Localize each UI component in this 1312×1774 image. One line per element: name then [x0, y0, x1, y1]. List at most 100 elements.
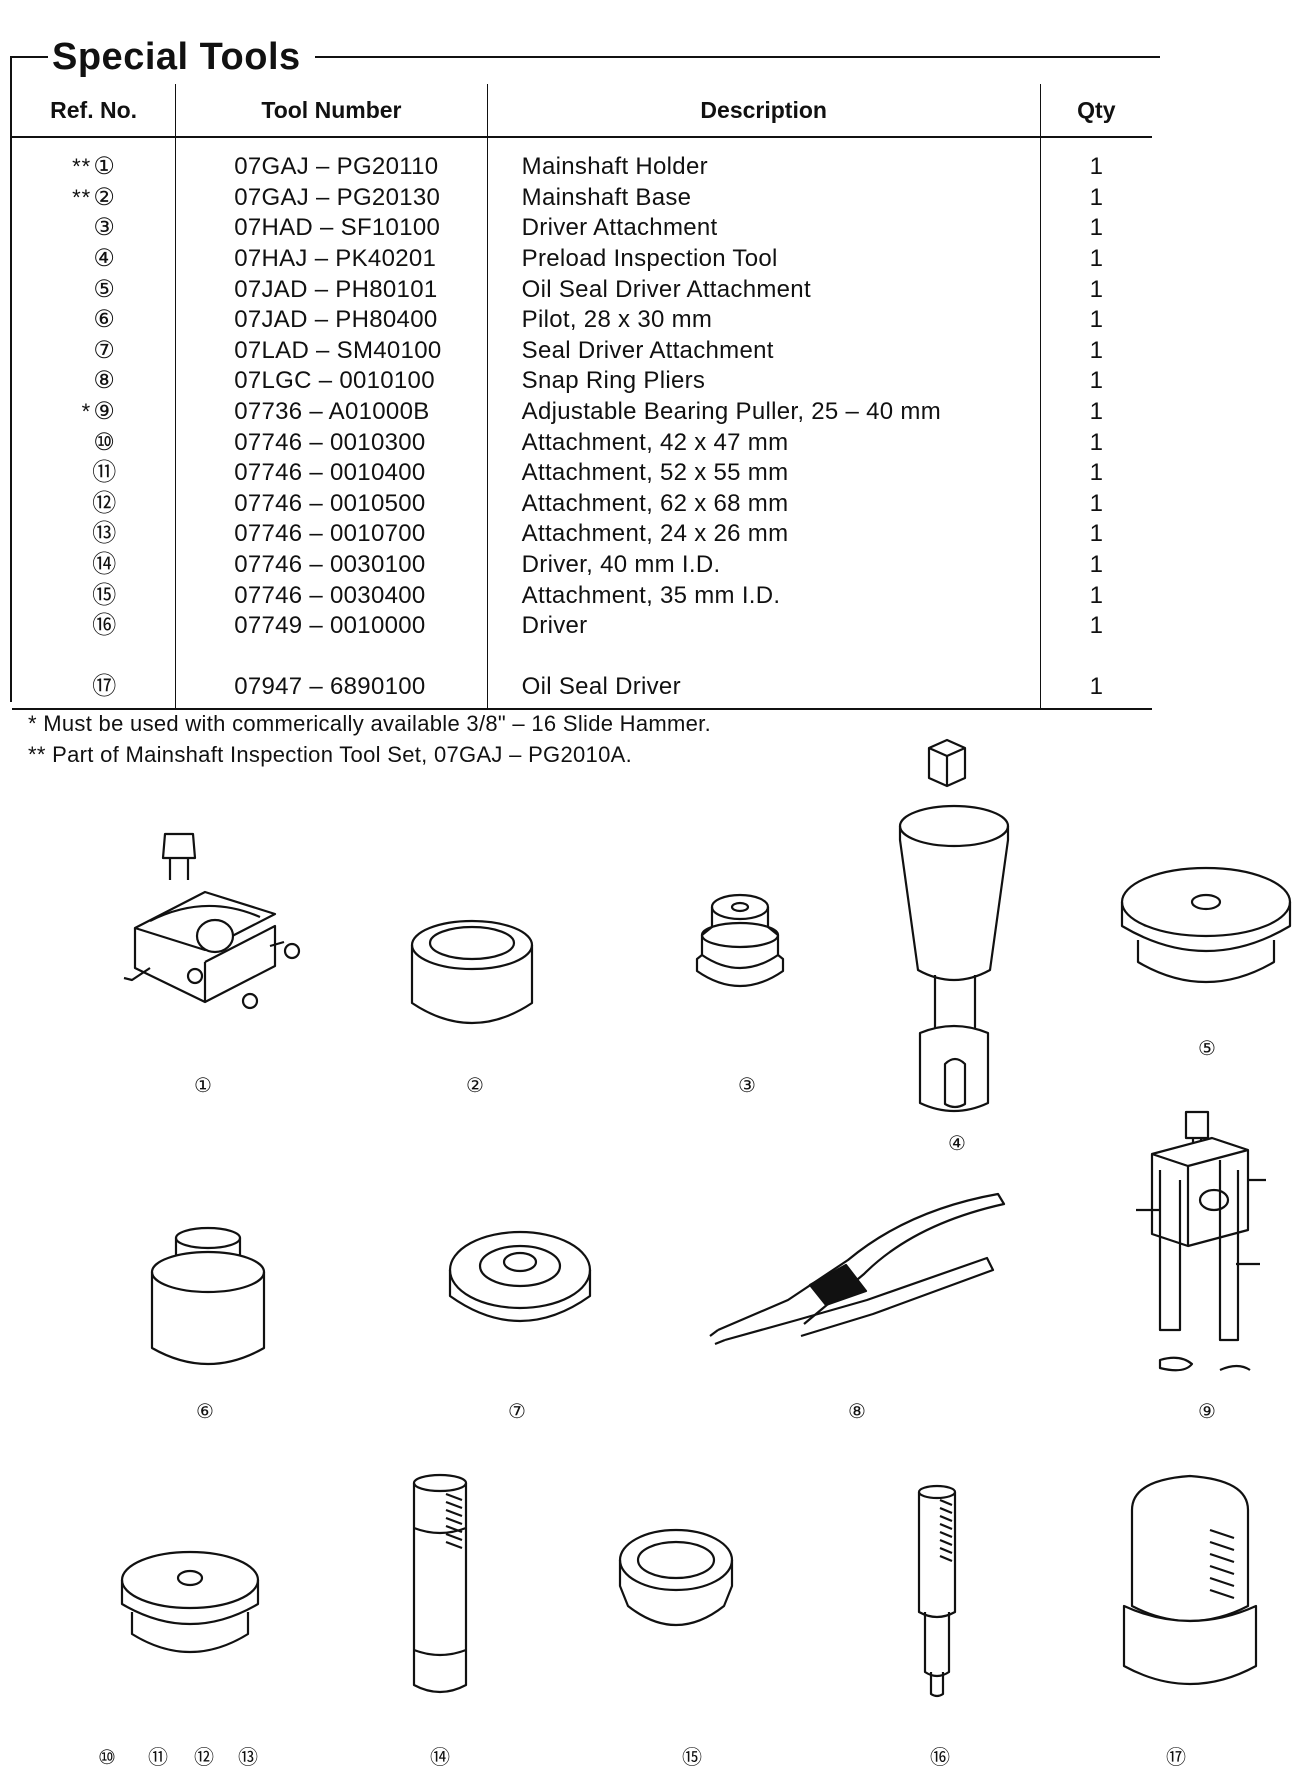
qty-cell: 1 [1089, 398, 1104, 426]
description-cell: Mainshaft Base [487, 182, 1041, 214]
footnote-single-star: * Must be used with commerically availab… [28, 711, 712, 736]
tool-number-cell: 07LAD – SM40100 [175, 335, 488, 367]
qty-cell: 1 [1089, 336, 1104, 364]
tool-number-cell: 07GAJ – PG20110 [175, 137, 488, 183]
tool-number-cell: 07JAD – PH80400 [175, 304, 488, 336]
tool-number-cell: 07746 – 0010500 [175, 488, 488, 520]
ref-number: ⑭ [92, 551, 117, 579]
ref-number: ④ [93, 245, 115, 273]
description-cell: Pilot, 28 x 30 mm [487, 304, 1041, 336]
tool-number-cell: 07736 – A01000B [175, 396, 488, 428]
ref-no-cell: ⑩ [12, 427, 177, 458]
tool-number-cell: 07746 – 0010400 [175, 457, 488, 489]
special-tools-table: Ref. No. Tool Number Description Qty **①… [12, 84, 1152, 711]
ref-no-cell: ⑬ [12, 519, 177, 550]
description-cell: Attachment, 24 x 26 mm [487, 519, 1041, 550]
tool-number-cell: 07HAJ – PK40201 [175, 243, 488, 275]
tool-number-cell: 07JAD – PH80101 [175, 274, 488, 305]
tool-number-cell: 07GAJ – PG20130 [175, 182, 488, 214]
tool-number-cell: 07749 – 0010000 [175, 610, 488, 642]
illustration-mainshaft-holder [123, 832, 301, 1010]
ref-no-cell: ⑭ [12, 549, 177, 581]
ref-no-cell: ⑪ [12, 457, 177, 489]
qty-cell: 1 [1089, 612, 1104, 640]
illustration-bearing-puller [1136, 1110, 1266, 1372]
ref-no-cell: **① [12, 137, 177, 183]
spacer-cell [487, 641, 1041, 672]
ref-number: ⑰ [92, 672, 117, 700]
ref-number: ⑪ [92, 459, 117, 487]
ref-no-cell: ⑰ [12, 671, 177, 711]
description-cell: Preload Inspection Tool [487, 243, 1041, 275]
description-cell: Oil Seal Driver Attachment [487, 274, 1041, 305]
figure-label-14: ⑭ [430, 1745, 450, 1769]
qty-cell: 1 [1089, 581, 1104, 609]
figure-label-3: ③ [738, 1073, 756, 1097]
description-cell: Attachment, 62 x 68 mm [487, 488, 1041, 520]
qty-cell: 1 [1089, 459, 1104, 487]
illustration-oil-seal-driver [1122, 1474, 1258, 1685]
description-cell: Driver Attachment [487, 213, 1041, 244]
spacer-cell [12, 641, 177, 672]
header-tool-number: Tool Number [175, 84, 488, 138]
footnote-mark: ** [72, 184, 92, 210]
ref-no-cell: ⑥ [12, 304, 177, 336]
footnotes: * Must be used with commerically availab… [28, 708, 711, 770]
qty-cell: 1 [1089, 306, 1104, 334]
tool-number-cell: 07HAD – SF10100 [175, 213, 488, 244]
figure-label-9: ⑨ [1198, 1399, 1216, 1423]
table-spacer-row [12, 641, 1152, 672]
figure-label-17: ⑰ [1166, 1745, 1186, 1769]
spacer-cell [175, 641, 488, 672]
illustration-driver-attachment [695, 893, 785, 988]
figure-label-7: ⑦ [508, 1399, 526, 1423]
header-ref-no: Ref. No. [12, 84, 177, 138]
ref-no-cell: ⑮ [12, 580, 177, 611]
tool-number-cell: 07746 – 0030400 [175, 580, 488, 611]
qty-cell: 1 [1089, 489, 1104, 517]
ref-no-cell: ⑧ [12, 366, 177, 397]
illustration-seal-driver-attachment [448, 1230, 592, 1322]
tool-number-cell: 07LGC – 0010100 [175, 366, 488, 397]
description-cell: Adjustable Bearing Puller, 25 – 40 mm [487, 396, 1041, 428]
description-cell: Attachment, 42 x 47 mm [487, 427, 1041, 458]
ref-number: ⑦ [93, 336, 115, 364]
qty-cell: 1 [1089, 245, 1104, 273]
ref-number: ⑯ [92, 612, 117, 640]
qty-cell: 1 [1089, 428, 1104, 456]
title-rule [10, 56, 1160, 58]
page-title: Special Tools [48, 36, 315, 79]
description-cell: Attachment, 52 x 55 mm [487, 457, 1041, 489]
figure-label-10: ⑩ [98, 1745, 116, 1769]
header-description: Description [487, 84, 1041, 138]
footnote-mark: * [81, 399, 92, 425]
figure-label-2: ② [466, 1073, 484, 1097]
illustration-oil-seal-driver-attachment [1120, 866, 1292, 983]
figure-label-6: ⑥ [196, 1399, 214, 1423]
ref-no-cell: ④ [12, 243, 177, 275]
ref-number: ⑨ [93, 398, 115, 426]
description-cell: Seal Driver Attachment [487, 335, 1041, 367]
tool-number-cell: 07746 – 0010700 [175, 519, 488, 550]
qty-cell: 1 [1089, 275, 1104, 303]
description-cell: Snap Ring Pliers [487, 366, 1041, 397]
qty-cell: 1 [1089, 551, 1104, 579]
illustration-attachments [120, 1550, 260, 1654]
qty-cell: 1 [1089, 153, 1104, 181]
figure-label-8: ⑧ [848, 1399, 866, 1423]
illustration-pilot [150, 1226, 266, 1366]
ref-no-cell: ③ [12, 213, 177, 244]
tool-number-cell: 07746 – 0030100 [175, 549, 488, 581]
ref-no-cell: **② [12, 182, 177, 214]
ref-number: ⑫ [92, 489, 117, 517]
qty-cell: 1 [1089, 367, 1104, 395]
figure-label-12: ⑫ [194, 1745, 214, 1769]
figure-label-11: ⑪ [148, 1745, 168, 1769]
